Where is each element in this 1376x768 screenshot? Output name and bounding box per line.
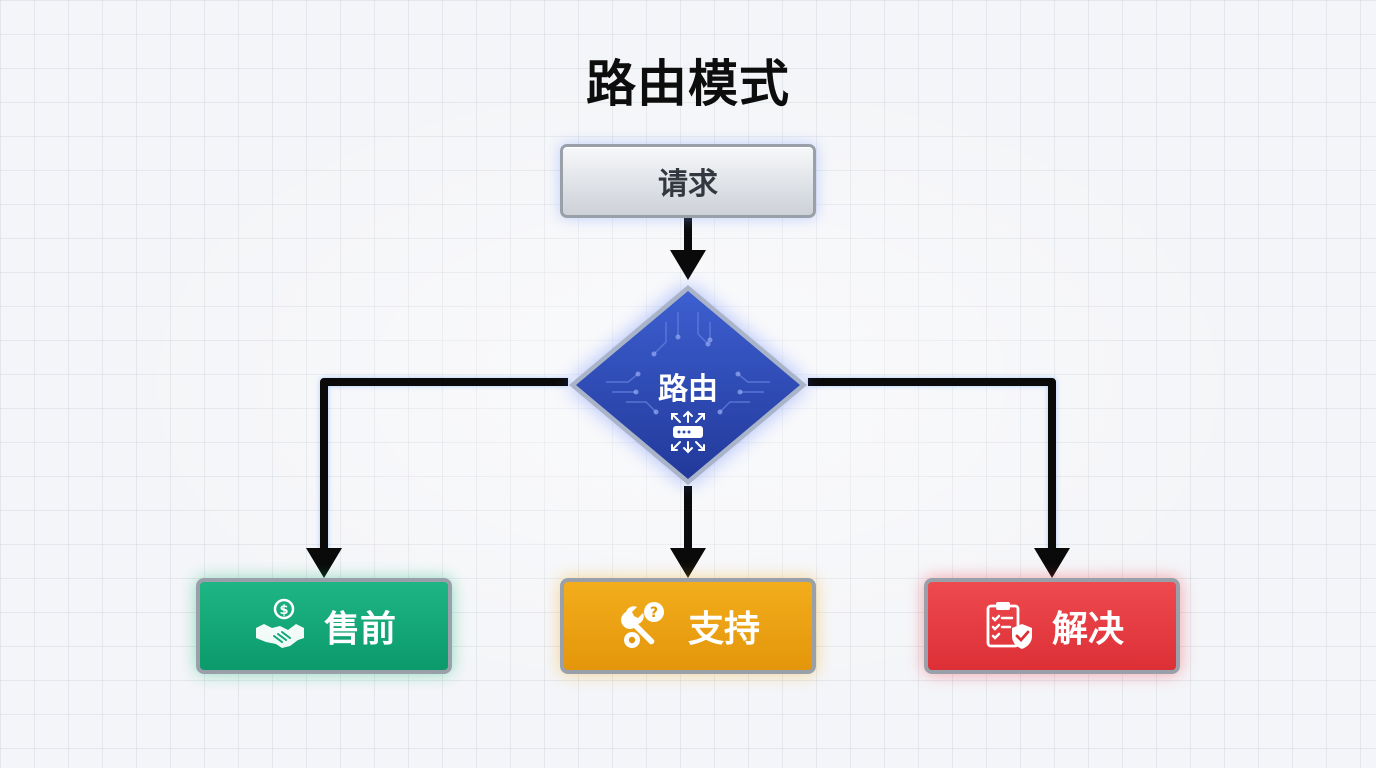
diagram-title: 路由模式 bbox=[586, 55, 790, 113]
router-label: 路由 bbox=[658, 372, 718, 407]
resolve-node: 解决 bbox=[924, 578, 1180, 674]
router-icon bbox=[671, 410, 705, 454]
edge-request-to-router bbox=[670, 218, 706, 280]
presales-label: 售前 bbox=[323, 609, 396, 650]
request-node: 请求 bbox=[560, 144, 816, 218]
router-diamond-shape bbox=[569, 285, 807, 485]
handshake-money-icon: $ bbox=[255, 598, 304, 648]
presales-node: $ 售前 bbox=[196, 578, 452, 674]
checklist-shield-icon bbox=[986, 602, 1032, 649]
edge-router-to-resolve bbox=[808, 378, 1070, 578]
router-node: 路由 bbox=[566, 282, 810, 488]
request-label: 请求 bbox=[658, 167, 718, 202]
svg-text:?: ? bbox=[650, 605, 658, 621]
support-label: 支持 bbox=[687, 609, 760, 650]
svg-text:$: $ bbox=[279, 603, 288, 618]
tools-question-icon: ? bbox=[621, 602, 664, 648]
edge-router-to-support bbox=[670, 486, 706, 578]
support-node: ? 支持 bbox=[560, 578, 816, 674]
edge-router-to-presales bbox=[306, 378, 568, 578]
resolve-label: 解决 bbox=[1051, 609, 1124, 650]
